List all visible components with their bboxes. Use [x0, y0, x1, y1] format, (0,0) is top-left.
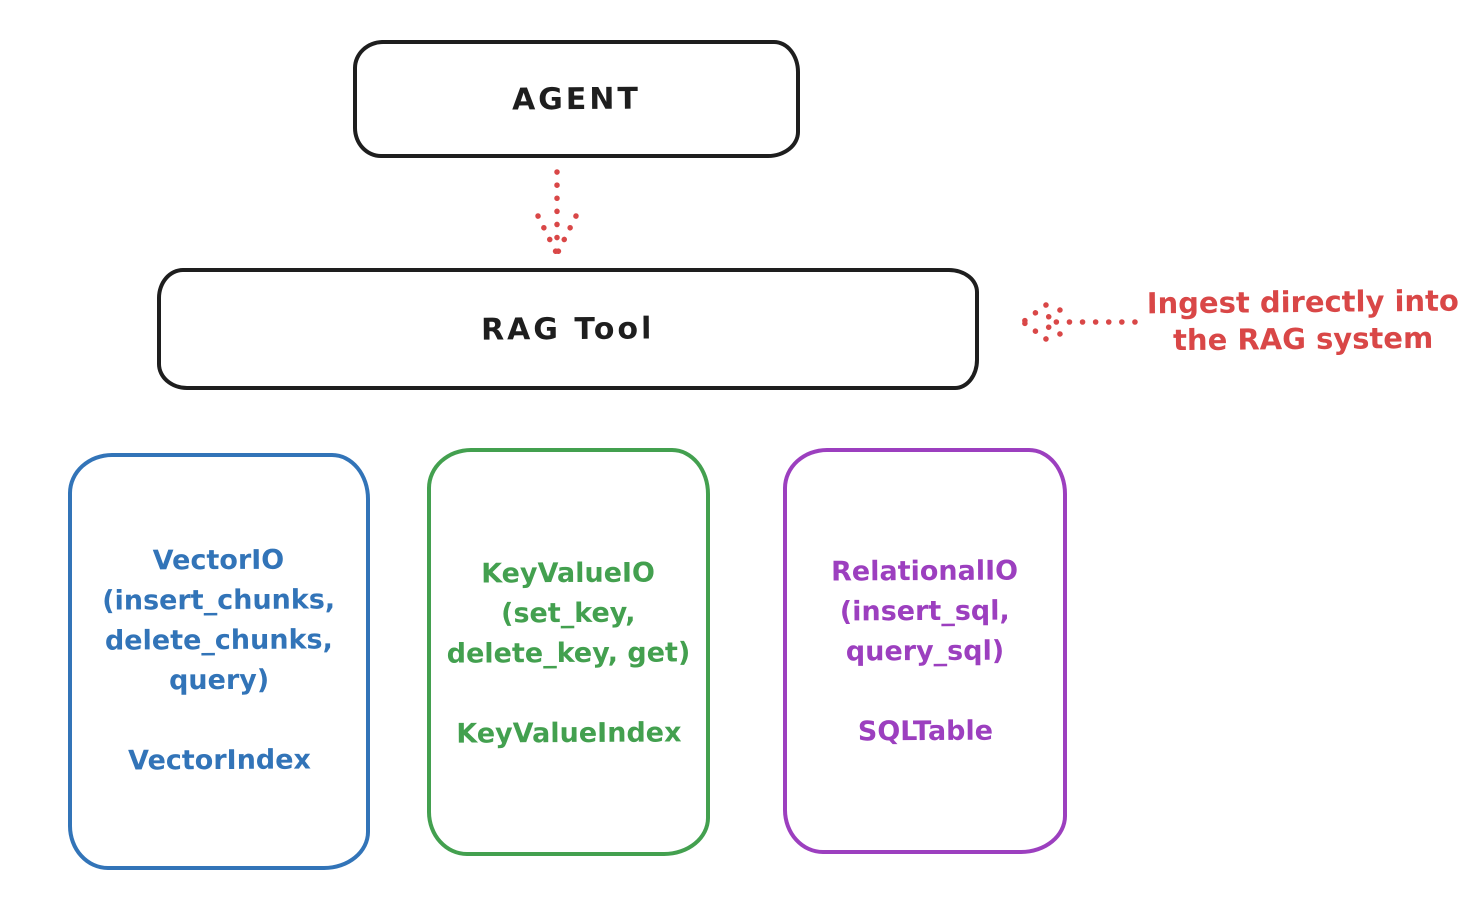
- relational-io-text: RelationalIO (insert_sql, query_sql) SQL…: [786, 551, 1063, 752]
- spacer: [787, 671, 1063, 712]
- ingest-annotation-line2: the RAG system: [1172, 320, 1434, 358]
- agent-box-label: AGENT: [511, 81, 642, 117]
- keyvalue-index-label: KeyValueIndex: [456, 717, 682, 750]
- annotation-to-ragtool-arrow: [1020, 302, 1138, 342]
- vector-io-box: VectorIO (insert_chunks, delete_chunks, …: [68, 453, 370, 870]
- keyvalue-io-param: (set_key,: [500, 597, 636, 630]
- spacer: [431, 673, 706, 714]
- vector-io-param: query): [168, 664, 270, 697]
- vector-index-label: VectorIndex: [128, 744, 312, 777]
- sql-table-label: SQLTable: [857, 715, 994, 748]
- agent-box: AGENT: [353, 40, 800, 158]
- rag-tool-box: RAG Tool: [157, 268, 979, 390]
- keyvalue-io-text: KeyValueIO (set_key, delete_key, get) Ke…: [430, 553, 706, 754]
- agent-to-ragtool-arrow: [535, 169, 579, 255]
- relational-io-title: RelationalIO: [830, 555, 1019, 588]
- relational-io-box: RelationalIO (insert_sql, query_sql) SQL…: [783, 448, 1067, 854]
- ingest-annotation: Ingest directly into the RAG system: [1130, 282, 1477, 359]
- relational-io-param: (insert_sql,: [839, 595, 1010, 628]
- keyvalue-io-param: delete_key, get): [446, 637, 691, 670]
- vector-io-title: VectorIO: [152, 544, 285, 577]
- rag-tool-box-label: RAG Tool: [481, 310, 655, 348]
- ingest-annotation-line1: Ingest directly into: [1146, 283, 1460, 321]
- vector-io-param: (insert_chunks,: [102, 584, 336, 617]
- relational-io-param: query_sql): [845, 635, 1005, 668]
- vector-io-text: VectorIO (insert_chunks, delete_chunks, …: [71, 540, 366, 782]
- vector-io-param: delete_chunks,: [104, 624, 333, 657]
- keyvalue-io-box: KeyValueIO (set_key, delete_key, get) Ke…: [427, 448, 710, 856]
- keyvalue-io-title: KeyValueIO: [481, 557, 656, 590]
- spacer: [72, 700, 366, 742]
